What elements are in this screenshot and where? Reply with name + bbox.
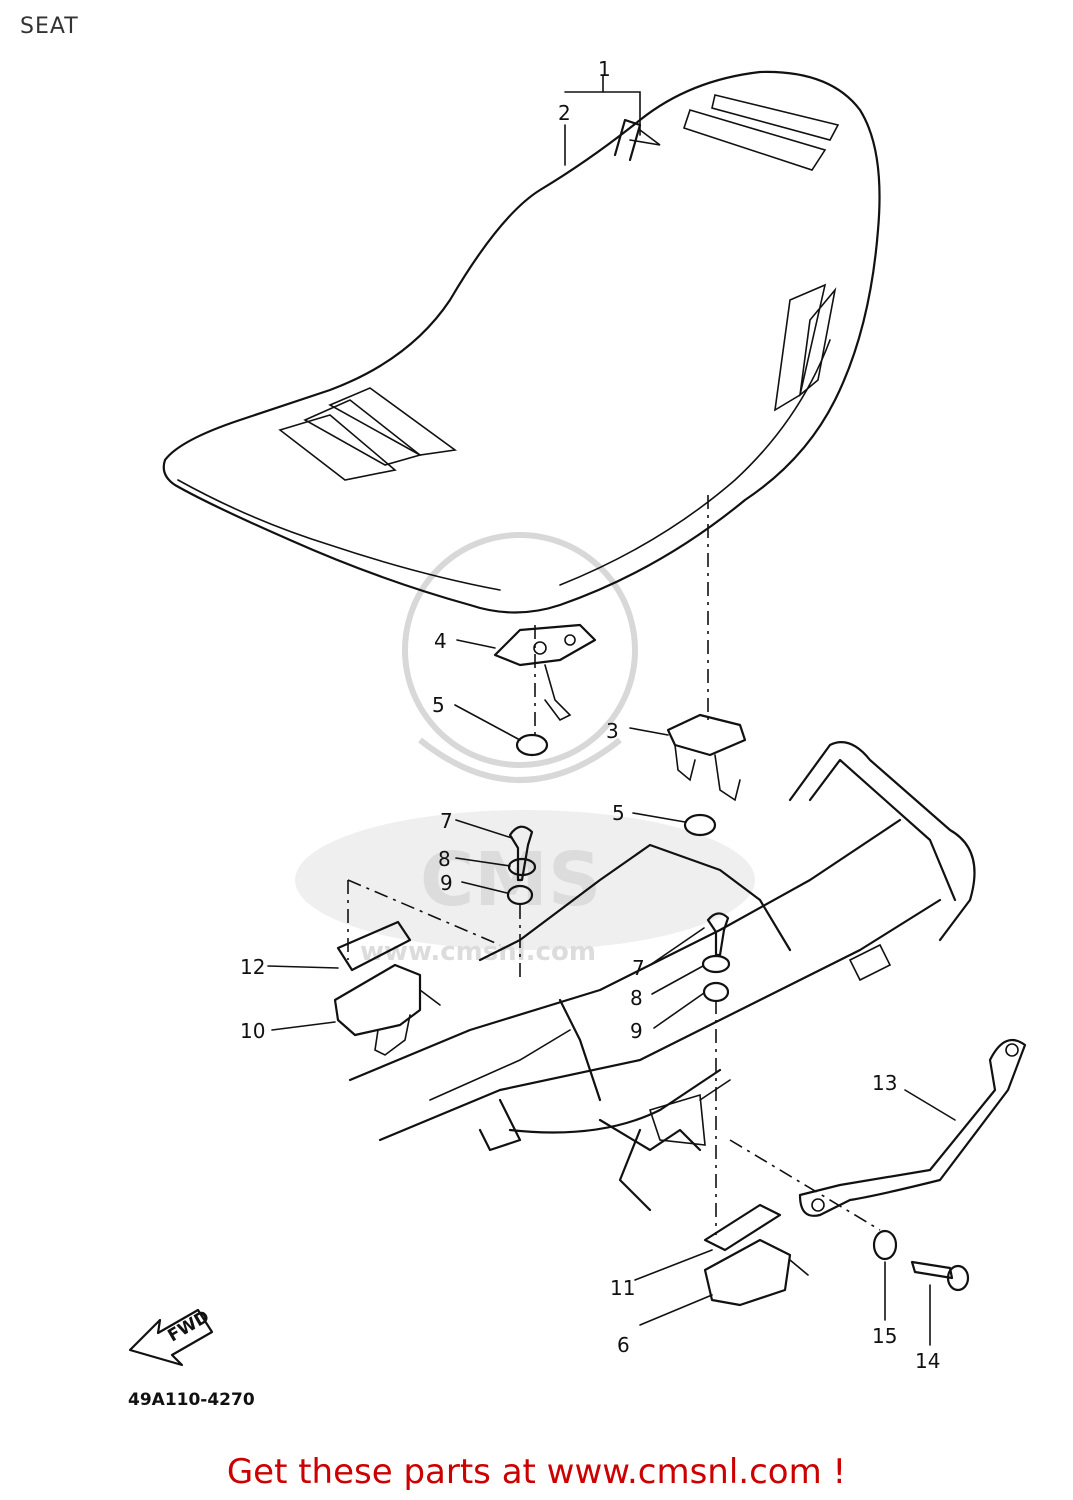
part-5-cushion-a	[515, 733, 549, 757]
page-title: SEAT	[20, 14, 79, 39]
callout-12: 12	[240, 955, 265, 979]
part-3-bracket	[666, 713, 747, 802]
callout-labels: 1 2 3 4 5 5 6 7 7 8 8 9 9 10 11 12 13 14…	[240, 57, 940, 1373]
footer-parts-link[interactable]: Get these parts at www.cmsnl.com !	[226, 1452, 847, 1492]
part-9-washer-a	[506, 884, 534, 906]
part-5-cushion-b	[683, 813, 717, 837]
callout-5: 5	[432, 693, 445, 717]
callout-5: 5	[612, 801, 625, 825]
callout-10: 10	[240, 1019, 265, 1043]
watermark-logo: CMS www.cmsnl.com	[295, 532, 755, 967]
callout-7: 7	[440, 809, 453, 833]
watermark-url: www.cmsnl.com	[360, 937, 596, 967]
part-6-lock	[703, 1238, 809, 1307]
part-10-lock	[333, 963, 441, 1056]
part-12-plate	[336, 920, 412, 972]
part-8-washer-b	[701, 954, 731, 974]
callout-11: 11	[610, 1276, 635, 1300]
part-15-washer	[872, 1229, 898, 1261]
fwd-arrow-label: FWD	[165, 1307, 214, 1347]
callout-3: 3	[606, 719, 619, 743]
assembly-lines	[347, 495, 881, 1235]
part-9-washer-b	[702, 981, 730, 1003]
callout-6: 6	[617, 1333, 630, 1357]
callout-9: 9	[630, 1019, 643, 1043]
leader-lines	[267, 74, 956, 1346]
watermark-text: CMS	[420, 837, 601, 923]
callout-13: 13	[872, 1071, 897, 1095]
seat-drawing	[162, 70, 881, 614]
callout-8: 8	[630, 986, 643, 1010]
callout-8: 8	[438, 847, 451, 871]
callout-4: 4	[434, 629, 447, 653]
part-14-bolt	[910, 1260, 970, 1292]
part-7-screw-a	[508, 825, 534, 882]
part-4-bracket	[493, 623, 597, 722]
callout-2: 2	[558, 101, 571, 125]
drawing-code: 49A110-4270	[128, 1390, 255, 1410]
part-8-washer-a	[507, 857, 537, 877]
fwd-arrow: FWD	[128, 1307, 214, 1367]
small-parts	[506, 733, 731, 1003]
callout-7: 7	[632, 956, 645, 980]
callout-9: 9	[440, 871, 453, 895]
callout-1: 1	[598, 57, 611, 81]
callout-14: 14	[915, 1349, 940, 1373]
frame-drawing	[348, 741, 976, 1212]
part-11-plate	[703, 1203, 782, 1252]
part-13-cable	[798, 1038, 1027, 1217]
callout-15: 15	[872, 1324, 897, 1348]
